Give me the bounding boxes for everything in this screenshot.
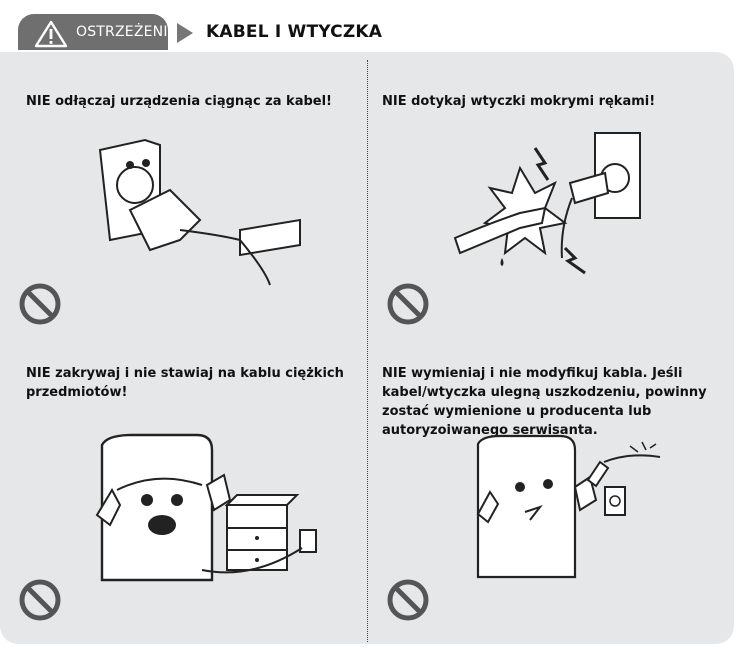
- page-title: KABEL I WTYCZKA: [206, 22, 383, 42]
- play-arrow-icon: [177, 23, 193, 43]
- caption-line: zostać wymienione u producenta lub: [382, 404, 652, 419]
- warning-triangle-icon: [34, 20, 68, 48]
- vertical-divider: [367, 60, 368, 642]
- illustration-pulling-cable: [98, 138, 301, 286]
- illustration-damaged-plug: [476, 434, 661, 579]
- caption-heavy-objects: NIE zakrywaj i nie stawiaj na kablu cięż…: [26, 364, 344, 402]
- caption-modify-cable: NIE wymieniaj i nie modyfikuj kabla. Jeś…: [382, 364, 707, 440]
- caption-unplug-by-cable: NIE odłączaj urządzenia ciągnąc za kabel…: [26, 94, 332, 109]
- prohibited-icon: [19, 283, 61, 325]
- caption-line: autoryzoiwanego serwisanta.: [382, 423, 598, 438]
- caption-line: NIE wymieniaj i nie modyfikuj kabla. Jeś…: [382, 366, 683, 381]
- illustration-wet-hands: [453, 132, 641, 275]
- warning-tab: OSTRZEŻENIE: [18, 14, 177, 50]
- prohibited-icon: [387, 283, 429, 325]
- caption-line: NIE zakrywaj i nie stawiaj na kablu cięż…: [26, 366, 344, 381]
- caption-wet-hands: NIE dotykaj wtyczki mokrymi rękami!: [382, 94, 656, 109]
- caption-line: kabel/wtyczka ulegną uszkodzeniu, powinn…: [382, 385, 707, 400]
- warning-label: OSTRZEŻENIE: [76, 24, 177, 40]
- caption-line: przedmiotów!: [26, 385, 128, 400]
- header: OSTRZEŻENIE KABEL I WTYCZKA: [0, 0, 738, 50]
- prohibited-icon: [19, 579, 61, 621]
- illustration-purifier-cable: [95, 433, 317, 582]
- prohibited-icon: [387, 579, 429, 621]
